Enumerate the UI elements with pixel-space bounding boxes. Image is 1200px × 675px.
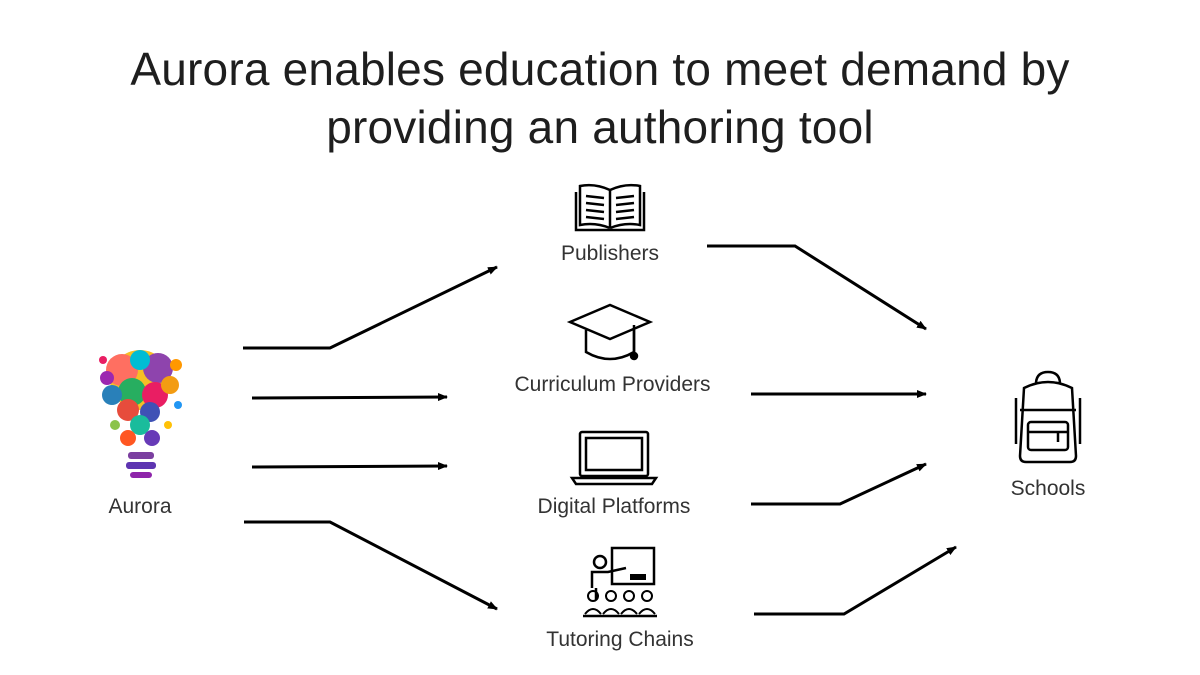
arrow-publishers-to-schools — [707, 244, 927, 331]
arrow-aurora-to-tutoring-chains — [244, 520, 498, 611]
arrow-aurora-to-curriculum-providers — [251, 393, 448, 402]
node-label-digital-platforms: Digital Platforms — [537, 495, 691, 518]
node-label-tutoring-chains: Tutoring Chains — [546, 628, 694, 651]
arrow-tutoring-chains-to-schools — [754, 545, 957, 616]
slide-title-line-2: providing an authoring tool — [326, 101, 874, 153]
graduation-cap-icon — [566, 303, 654, 361]
backpack-icon — [1014, 370, 1082, 464]
arrow-aurora-to-publishers — [243, 265, 498, 350]
open-book-icon — [574, 183, 646, 232]
arrow-aurora-to-digital-platforms — [251, 462, 448, 471]
node-label-aurora: Aurora — [108, 495, 172, 518]
laptop-icon — [569, 430, 659, 486]
arrow-digital-platforms-to-schools — [751, 462, 927, 506]
slide-title: Aurora enables education to meet demand … — [0, 40, 1200, 156]
slide-title-line-1: Aurora enables education to meet demand … — [130, 43, 1070, 95]
classroom-teacher-icon — [583, 546, 657, 618]
aurora-lightbulb-logo — [99, 350, 182, 478]
node-label-schools: Schools — [1010, 477, 1086, 500]
node-label-publishers: Publishers — [560, 242, 660, 265]
node-label-curriculum-providers: Curriculum Providers — [514, 373, 711, 396]
